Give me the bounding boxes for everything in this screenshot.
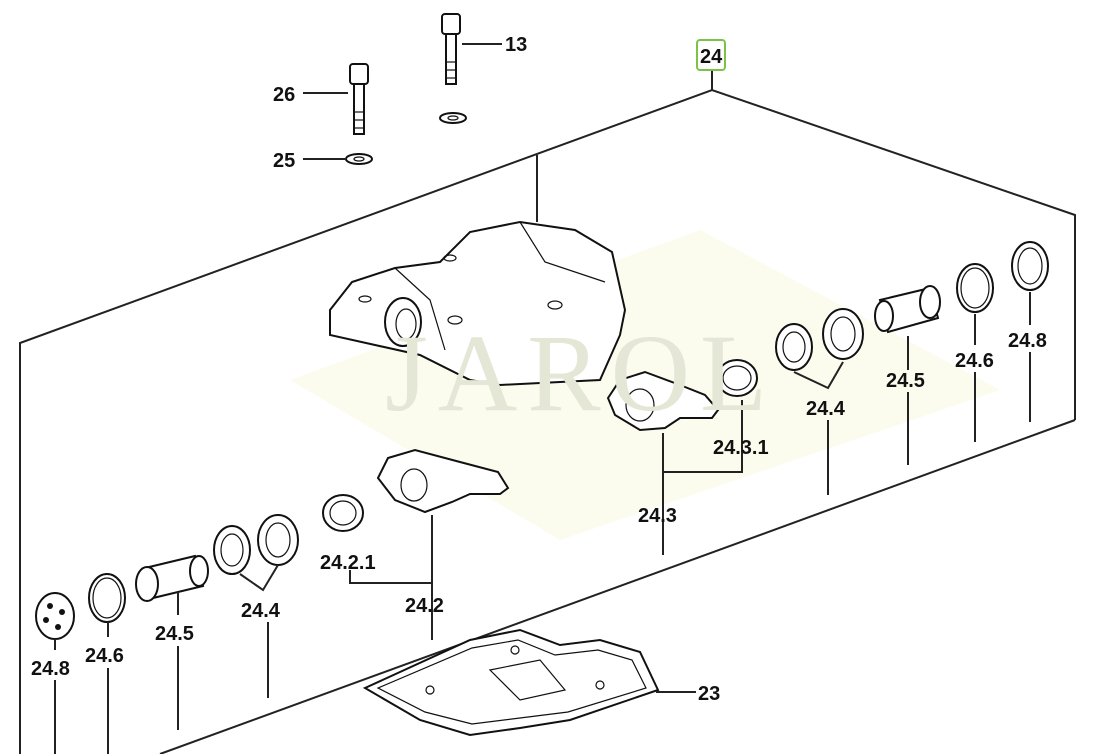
cylinder-head-cover-part [329,220,627,387]
cap-right-part [1011,241,1049,291]
label-25[interactable]: 25 [273,150,295,172]
bushing-24-3-1-part [716,359,758,397]
ring-right-part [956,263,994,313]
cap-left-part [35,592,75,640]
label-26[interactable]: 26 [273,84,295,106]
bolt-13-part [439,13,467,124]
label-24-3[interactable]: 24.3 [638,505,677,527]
label-24[interactable]: 24 [700,46,723,68]
bolt-26-part [345,63,373,165]
label-24-5-right[interactable]: 24.5 [886,370,925,392]
washers-left-part [213,514,299,575]
label-24-6-right[interactable]: 24.6 [955,350,994,372]
label-24-4-left[interactable]: 24.4 [241,600,281,622]
assembly-frame-bottom [159,419,1076,754]
leader-24-4-right-fork [793,361,844,390]
label-24-2-1[interactable]: 24.2.1 [320,552,376,574]
bushing-24-2-1-part [322,494,364,532]
washers-right-part [775,308,864,371]
leader-24-4-left-fork [239,564,279,592]
label-24-3-1[interactable]: 24.3.1 [713,437,769,459]
gasket-23-part [362,628,660,737]
label-24-8-right[interactable]: 24.8 [1008,330,1047,352]
label-23[interactable]: 23 [698,683,720,705]
shaft-left-part [135,554,209,602]
leader-24-3-1 [663,400,743,473]
leader-24-2-1 [349,570,432,584]
label-24-5-left[interactable]: 24.5 [155,623,194,645]
label-24-4-right[interactable]: 24.4 [806,398,846,420]
label-24-6-left[interactable]: 24.6 [85,645,124,667]
label-24-8-left[interactable]: 24.8 [31,658,70,680]
ring-left-part [88,573,126,623]
label-24-2[interactable]: 24.2 [405,595,444,617]
assembly-highlight-box[interactable] [696,39,726,71]
label-13[interactable]: 13 [505,34,527,56]
rocker-arm-24-3-part [606,370,720,432]
shaft-right-part [874,285,941,334]
rocker-arm-24-2-part [376,448,510,514]
